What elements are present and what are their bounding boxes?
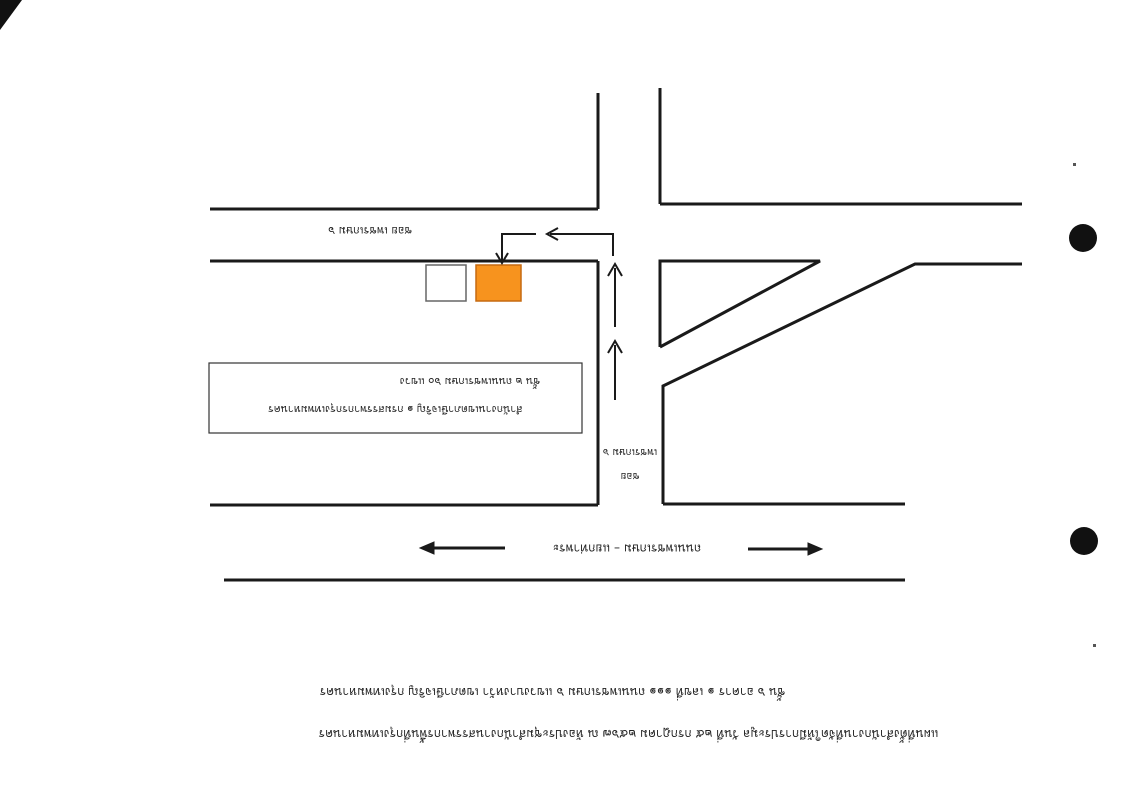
road-label-top: ซอย เพชรเกษม ๖: [328, 224, 412, 237]
route-arrow-shaft: [501, 233, 536, 260]
arrow-right-icon: [807, 542, 824, 556]
building-name-box: [208, 362, 583, 434]
arrow-head-icon: [544, 227, 559, 241]
punch-hole-top: [1069, 224, 1097, 252]
scan-speck: [1093, 644, 1096, 647]
building-name-line2: ชั้น ๒ ถนนเพชรเกษม ๖๐ แขวง: [400, 375, 540, 389]
road-lines: [210, 88, 1022, 582]
scan-corner: [0, 0, 22, 30]
road-edge: [661, 262, 1022, 504]
route-arrows: [495, 227, 623, 400]
road-label-side-line2: เพชรเกษม ๖: [603, 446, 657, 457]
target-building: [475, 264, 522, 302]
scan-speck: [1073, 163, 1076, 166]
caption-line1: แผนที่ตั้งสำนักงานที่จัดให้มีการประมูล ว…: [318, 726, 938, 743]
punch-hole-bottom: [1070, 527, 1098, 555]
median-island: [658, 259, 821, 349]
two-way-arrow-icon: [418, 541, 824, 556]
arrow-head-icon: [607, 339, 623, 354]
caption-line2: ชั้น ๖ อาคาร ๑ เลขที่ ๑๑๑ ถนนเพชรเกษม ๖ …: [319, 684, 785, 701]
main-road-label: ถนนเพชรเกษม – แยกท่าพระ: [553, 542, 702, 556]
arrow-head-icon: [495, 252, 509, 265]
building-adjacent: [425, 264, 467, 302]
arrow-left-icon: [418, 541, 435, 555]
road-label-side-line1: ซอย: [621, 470, 640, 481]
building-name-line1: สำนักงานเขตภาษีเจริญ ๑ กรมสรรพากรกรุงเทพ…: [268, 403, 523, 416]
route-arrow-shaft: [550, 233, 614, 256]
arrow-head-icon: [607, 262, 623, 277]
